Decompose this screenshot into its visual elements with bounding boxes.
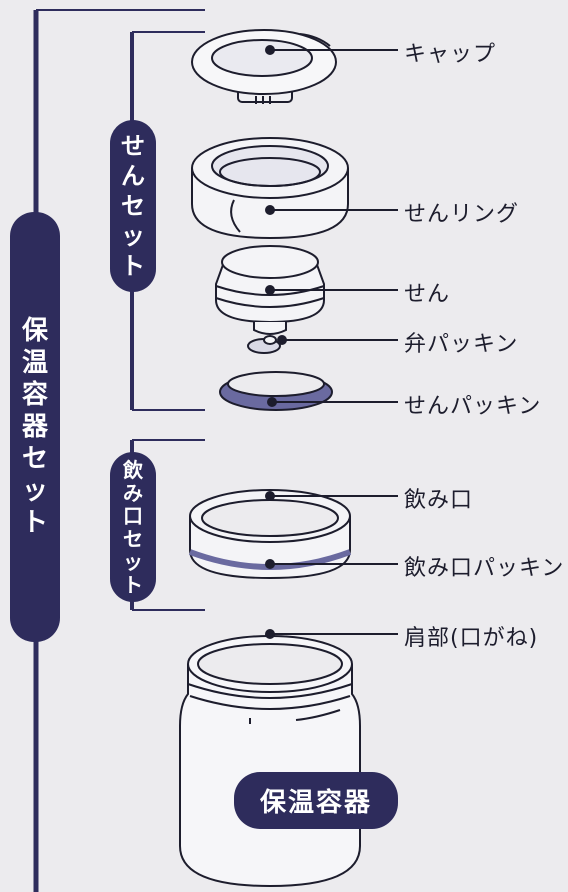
- vertical-char: せ: [121, 132, 145, 160]
- vertical-char: 口: [123, 503, 143, 528]
- nomikuchi-illustration: [188, 489, 352, 580]
- vertical-char: セ: [21, 444, 48, 474]
- part-label-sen-ring: せんリング: [404, 202, 520, 227]
- vertical-char: ト: [121, 252, 145, 280]
- outer-set-label: 保温容器セット: [10, 212, 60, 642]
- vertical-char: み: [123, 480, 143, 505]
- part-label-ben-packing: 弁パッキン: [404, 332, 519, 357]
- vertical-char: ッ: [121, 222, 145, 250]
- vertical-char: ッ: [123, 549, 143, 574]
- part-label-katabu: 肩部(口がね): [404, 626, 539, 651]
- vertical-char: セ: [121, 192, 145, 220]
- vertical-char: セ: [123, 526, 143, 551]
- vertical-char: 温: [21, 348, 48, 378]
- vertical-char: 容: [21, 380, 48, 410]
- part-label-sen: せん: [404, 282, 451, 307]
- vertical-char: 器: [21, 412, 48, 442]
- vertical-char: 飲: [123, 457, 143, 482]
- vertical-char: 保: [21, 316, 48, 346]
- ben-packing-illustration: [247, 335, 281, 354]
- vertical-char: ん: [121, 162, 145, 190]
- vertical-char: ト: [21, 508, 48, 538]
- part-label-cap: キャップ: [404, 42, 497, 67]
- cap-illustration: [191, 29, 337, 104]
- vertical-char: ト: [123, 572, 143, 597]
- part-label-sen-packing: せんパッキン: [404, 394, 542, 419]
- nomikuchi-set-label: 飲み口セット: [110, 452, 156, 602]
- sen-ring-illustration: [191, 137, 349, 240]
- leader-lines: [265, 45, 398, 639]
- container-illustration: [179, 635, 361, 888]
- sen-set-label: せんセット: [110, 120, 156, 292]
- part-label-nomikuchi-packing: 飲み口パッキン: [404, 556, 565, 581]
- part-label-nomikuchi: 飲み口: [404, 488, 474, 513]
- vertical-char: ッ: [21, 476, 48, 506]
- container-badge: 保温容器: [234, 772, 399, 829]
